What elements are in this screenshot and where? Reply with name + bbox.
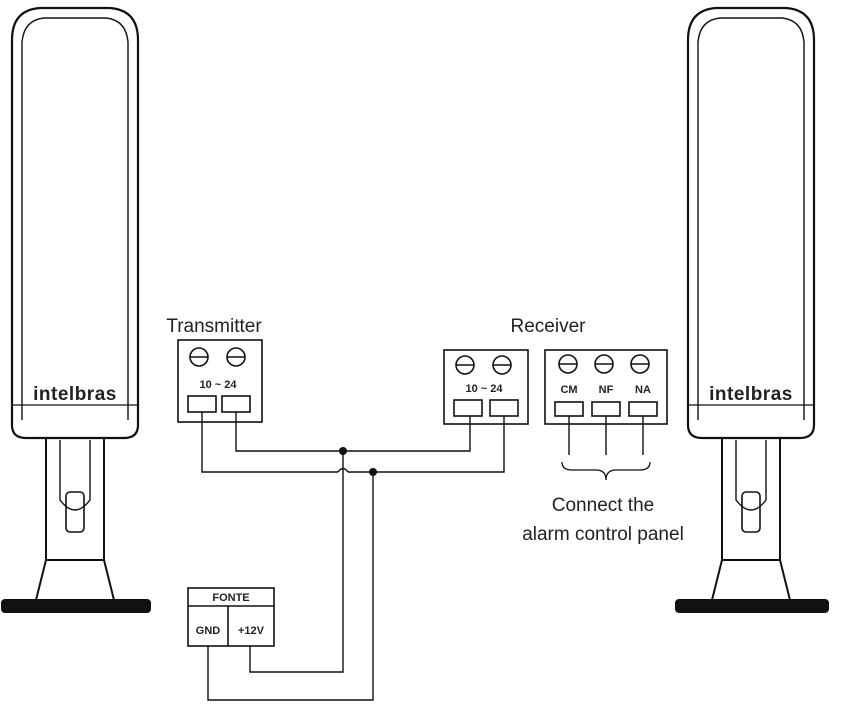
- transmitter-terminal-label: 10 ~ 24: [199, 379, 237, 391]
- note-line-2: alarm control panel: [522, 524, 684, 545]
- transmitter-title: Transmitter: [166, 316, 262, 337]
- power-supply-title: FONTE: [212, 592, 249, 604]
- power-supply-12v: +12V: [238, 625, 265, 637]
- transmitter-terminal-block: [177, 339, 263, 423]
- receiver-power-terminal-label: 10 ~ 24: [465, 383, 503, 395]
- right-tower: [675, 6, 829, 613]
- power-supply-gnd: GND: [196, 625, 221, 637]
- curly-brace: [561, 461, 651, 481]
- left-tower: [1, 6, 151, 613]
- right-tower-logo: intelbras: [709, 384, 793, 405]
- receiver-power-terminal-block: [443, 349, 529, 425]
- note-line-1: Connect the: [552, 495, 654, 516]
- relay-terminal-cm: CM: [560, 384, 577, 396]
- power-wiring: [201, 412, 505, 701]
- relay-wires: [561, 416, 651, 481]
- relay-terminal-na: NA: [635, 384, 651, 396]
- junction-dot-positive: [339, 447, 347, 455]
- relay-terminal-nf: NF: [599, 384, 614, 396]
- receiver-title: Receiver: [511, 316, 587, 337]
- junction-dot-ground: [369, 468, 377, 476]
- power-supply-block: [187, 587, 275, 647]
- left-tower-logo: intelbras: [33, 384, 117, 405]
